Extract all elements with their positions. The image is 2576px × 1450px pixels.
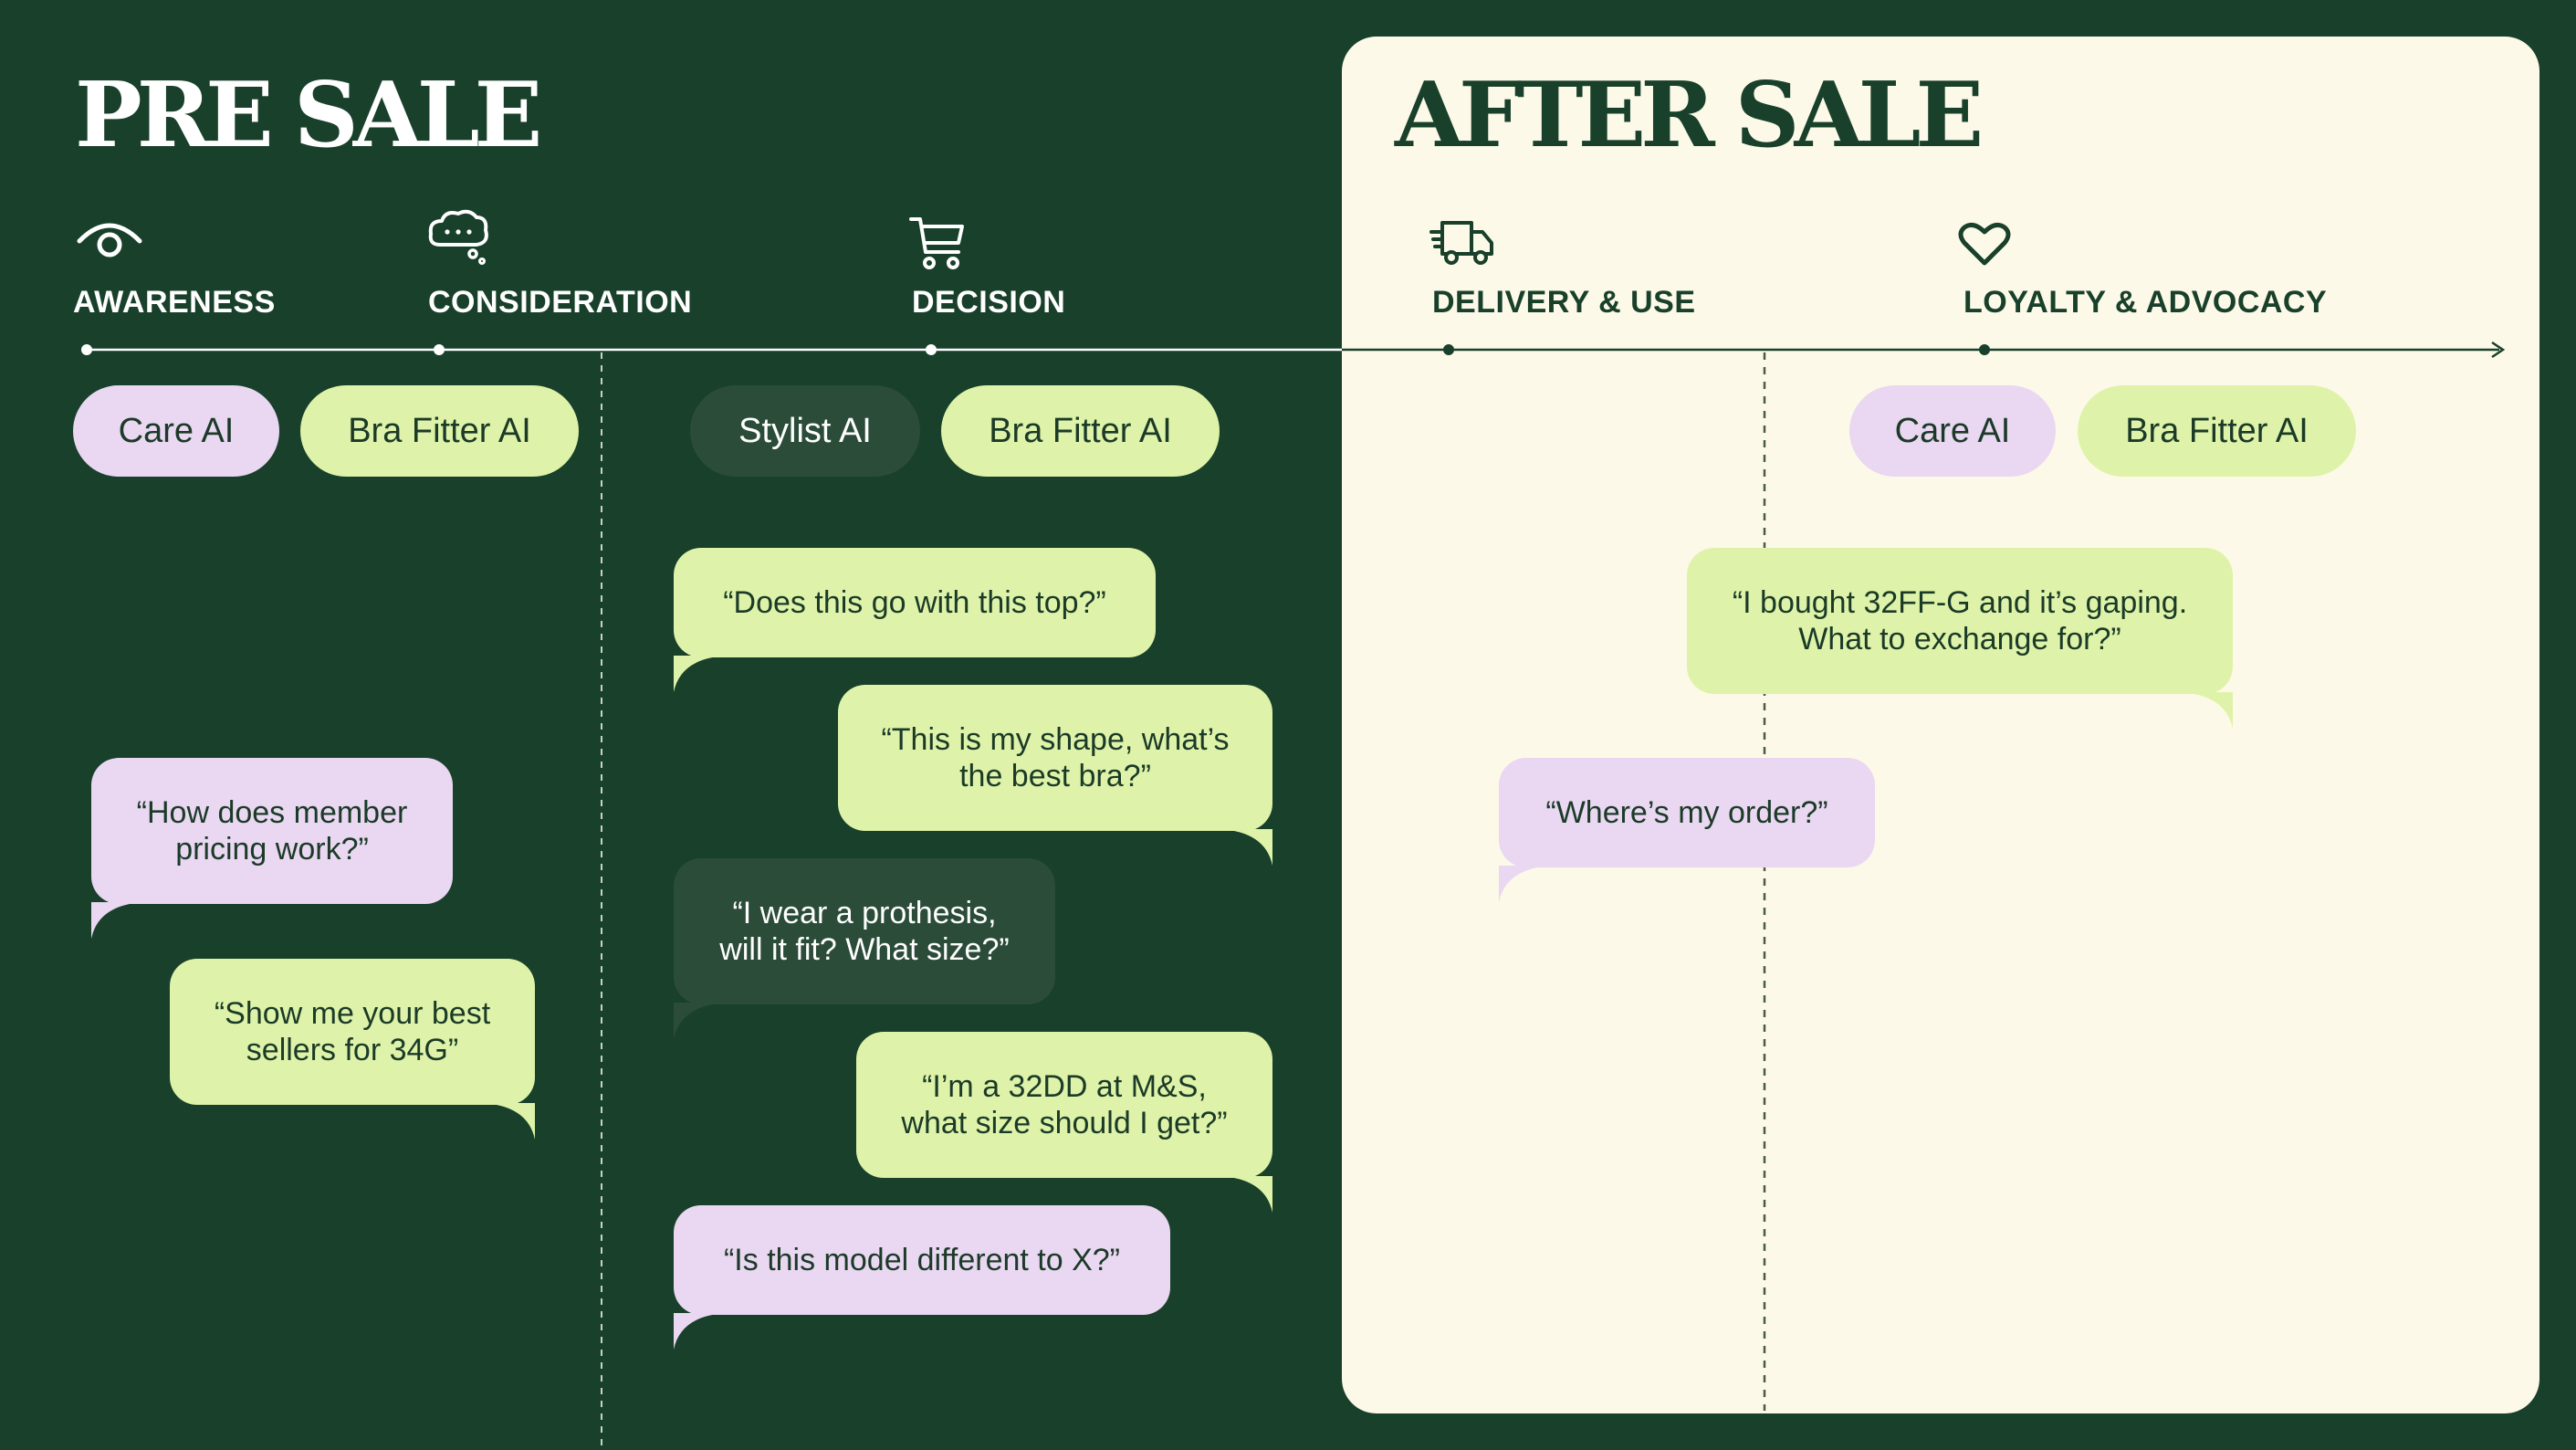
bubble-text: “Is this model different to X?” — [723, 1243, 1120, 1277]
bubble-tail — [1218, 1176, 1272, 1213]
speech-bubble: “Is this model different to X?” — [674, 1205, 1170, 1350]
bubble-text: “I’m a 32DD at M&S, what size should I g… — [901, 1069, 1228, 1140]
pre-sale-heading: PRE SALE — [75, 63, 542, 168]
speech-bubble: “This is my shape, what’s the best bra?” — [838, 685, 1272, 866]
bubble-text: “Where’s my order?” — [1545, 795, 1828, 830]
stage-label-delivery-use: DELIVERY & USE — [1432, 285, 1696, 320]
bubble-text: “I bought 32FF-G and it’s gaping. What t… — [1732, 585, 2188, 657]
stage-label-decision: DECISION — [912, 285, 1066, 320]
bubble-tail — [674, 1003, 728, 1039]
agent-pill-care-ai: Care AI — [1849, 385, 2056, 477]
timeline-dot — [926, 344, 937, 355]
shopping-cart-icon — [907, 214, 968, 272]
speech-bubble: “I wear a prothesis, will it fit? What s… — [674, 858, 1055, 1039]
speech-bubble: “Where’s my order?” — [1499, 758, 1875, 902]
bubble-text: “Does this go with this top?” — [723, 585, 1106, 620]
speech-bubble: “Show me your best sellers for 34G” — [170, 959, 535, 1140]
speech-bubble: “I bought 32FF-G and it’s gaping. What t… — [1687, 548, 2233, 729]
bubble-text: “Show me your best sellers for 34G” — [214, 996, 491, 1067]
agent-pill-bra-fitter-ai: Bra Fitter AI — [300, 385, 579, 477]
after-sale-heading: AFTER SALE — [1395, 63, 1984, 168]
agent-pill-care-ai: Care AI — [73, 385, 279, 477]
after-sale-panel — [1342, 37, 2539, 1413]
agent-pill-stylist-ai: Stylist AI — [690, 385, 920, 477]
timeline-dot — [1979, 344, 1990, 355]
stage-label-loyalty-advocacy: LOYALTY & ADVOCACY — [1963, 285, 2328, 320]
speech-bubble: “Does this go with this top?” — [674, 548, 1156, 692]
stage-label-consideration: CONSIDERATION — [428, 285, 693, 320]
bubble-text: “This is my shape, what’s the best bra?” — [881, 722, 1230, 793]
timeline-dot — [81, 344, 92, 355]
stage-label-awareness: AWARENESS — [73, 285, 276, 320]
bubble-tail — [1218, 829, 1272, 866]
bubble-tail — [91, 902, 146, 939]
timeline-dot — [434, 344, 445, 355]
bubble-tail — [480, 1103, 535, 1140]
bubble-tail — [674, 1313, 728, 1350]
agent-pill-bra-fitter-ai: Bra Fitter AI — [941, 385, 1220, 477]
bubble-text: “I wear a prothesis, will it fit? What s… — [719, 896, 1010, 967]
bubble-tail — [674, 656, 728, 692]
bubble-text: “How does member pricing work?” — [136, 795, 408, 867]
thought-bubble-icon — [427, 208, 493, 267]
timeline-arrowhead — [2491, 341, 2506, 359]
timeline-dot — [1443, 344, 1454, 355]
eye-icon — [75, 215, 144, 261]
speech-bubble: “How does member pricing work?” — [91, 758, 453, 939]
bubble-tail — [2178, 692, 2233, 729]
heart-icon — [1957, 221, 2012, 268]
bubble-tail — [1499, 866, 1554, 902]
delivery-truck-icon — [1429, 217, 1495, 268]
speech-bubble: “I’m a 32DD at M&S, what size should I g… — [856, 1032, 1272, 1213]
agent-pill-bra-fitter-ai: Bra Fitter AI — [2078, 385, 2356, 477]
